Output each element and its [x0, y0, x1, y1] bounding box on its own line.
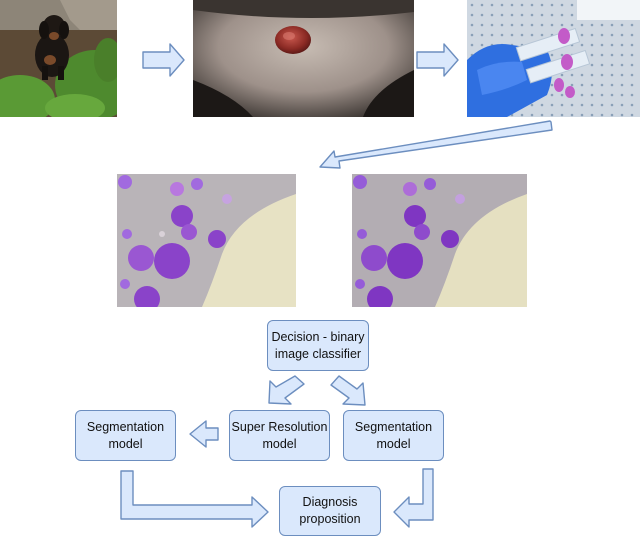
arrow-lesion-to-slide: [416, 43, 459, 77]
cytology-image-low-resolution: [117, 174, 296, 307]
cytology-image-super-resolution: [352, 174, 527, 307]
segmentation-box-left: Segmentation model: [75, 410, 176, 461]
arrow-dog-to-lesion: [142, 43, 185, 77]
arrow-slide-to-cytology: [319, 120, 553, 169]
diagnosis-box: Diagnosis proposition: [279, 486, 381, 536]
arrow-decision-to-segmentation-right: [330, 375, 366, 406]
super-resolution-box: Super Resolution model: [229, 410, 330, 461]
dog-photo: [0, 0, 117, 117]
microscope-slide-photo: [467, 0, 640, 117]
skin-lesion-photo: [193, 0, 414, 117]
arrow-decision-to-super-resolution: [268, 375, 305, 405]
segmentation-box-right: Segmentation model: [343, 410, 444, 461]
decision-box: Decision - binary image classifier: [267, 320, 369, 371]
arrow-segmentation-right-to-diagnosis: [393, 468, 434, 528]
arrow-super-resolution-to-segmentation-left: [189, 420, 219, 448]
arrow-segmentation-left-to-diagnosis: [120, 470, 269, 528]
